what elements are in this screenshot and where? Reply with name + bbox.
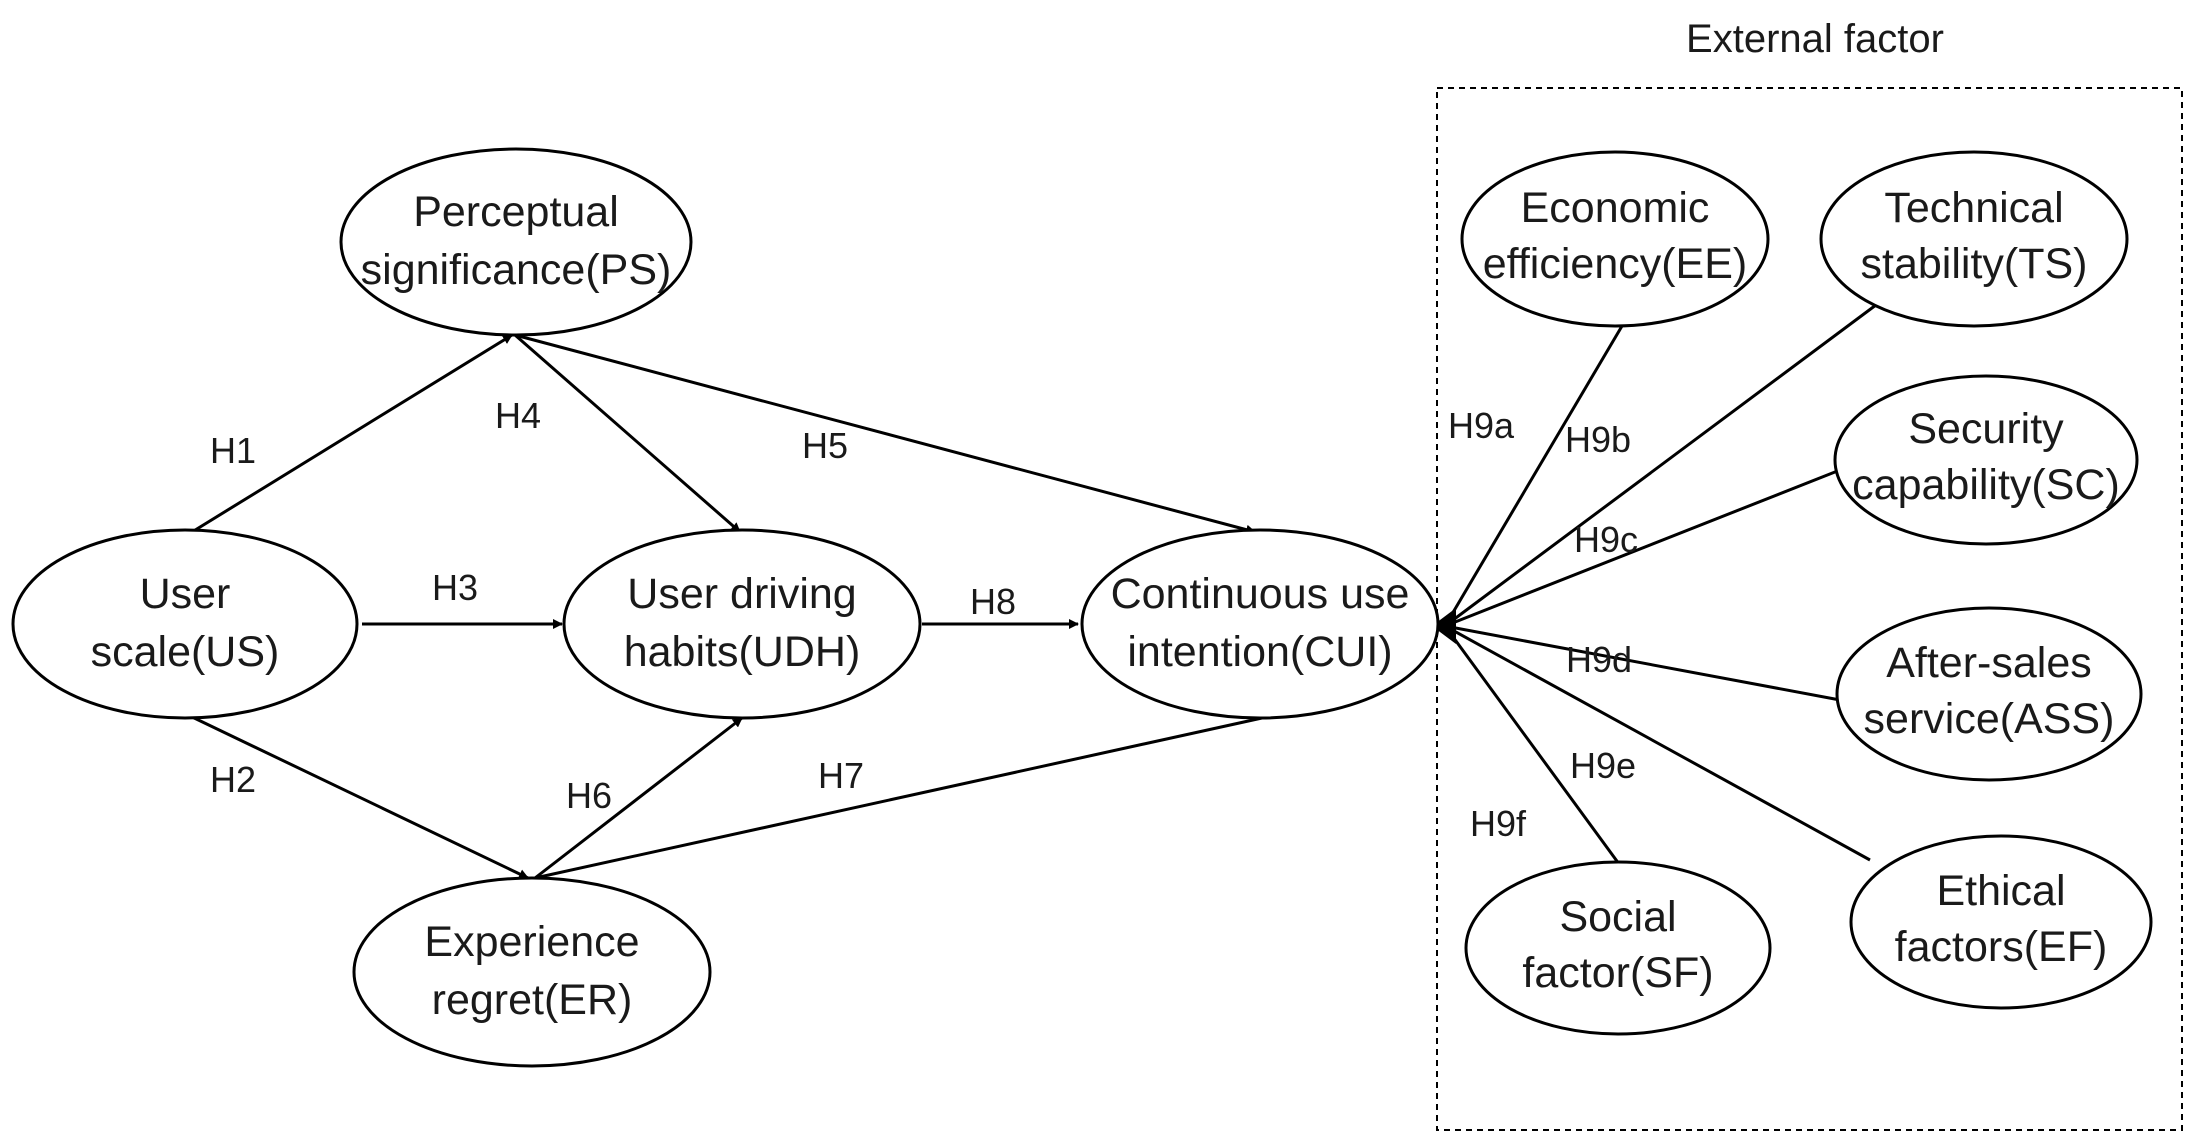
label-h7: H7	[818, 755, 864, 796]
svg-text:User driving: User driving	[627, 570, 856, 618]
svg-text:Continuous use: Continuous use	[1111, 570, 1410, 618]
label-h9a: H9a	[1448, 405, 1515, 446]
svg-text:Technical: Technical	[1884, 184, 2063, 232]
svg-text:factor(SF): factor(SF)	[1522, 949, 1713, 997]
edge-h9e	[1444, 624, 1871, 862]
svg-text:significance(PS): significance(PS)	[361, 246, 672, 294]
edge-h6	[534, 716, 743, 880]
svg-text:Economic: Economic	[1521, 184, 1710, 232]
edge-h2	[189, 714, 529, 880]
node-user-scale: User scale(US)	[11, 528, 359, 720]
group-title: External factor	[1686, 17, 1944, 61]
svg-text:Perceptual: Perceptual	[413, 188, 619, 236]
label-h9c: H9c	[1574, 519, 1638, 560]
svg-text:efficiency(EE): efficiency(EE)	[1483, 240, 1747, 288]
svg-text:service(ASS): service(ASS)	[1864, 695, 2115, 743]
svg-text:Ethical: Ethical	[1936, 867, 2065, 915]
edge-h5	[514, 333, 1256, 535]
label-h6: H6	[566, 775, 612, 816]
node-ethical-factors: Ethical factors(EF)	[1849, 834, 2153, 1010]
node-economic-efficiency: Economic efficiency(EE)	[1460, 150, 1770, 328]
edge-h9a	[1443, 325, 1624, 627]
svg-text:Experience: Experience	[424, 918, 639, 966]
svg-text:intention(CUI): intention(CUI)	[1127, 628, 1392, 676]
label-h4: H4	[495, 395, 541, 436]
svg-text:User: User	[140, 570, 231, 618]
node-perceptual-significance: Perceptual significance(PS)	[339, 147, 693, 337]
svg-text:scale(US): scale(US)	[91, 628, 280, 676]
edge-h4	[514, 333, 741, 534]
label-h9d: H9d	[1566, 639, 1632, 680]
svg-text:habits(UDH): habits(UDH)	[624, 628, 861, 676]
svg-text:regret(ER): regret(ER)	[432, 976, 633, 1024]
label-h9b: H9b	[1565, 419, 1631, 460]
label-h3: H3	[432, 567, 478, 608]
edge-h9f	[1443, 625, 1624, 869]
label-h1: H1	[210, 430, 256, 471]
label-h9e: H9e	[1570, 745, 1636, 786]
edge-h9c	[1444, 468, 1841, 628]
label-h9f: H9f	[1470, 803, 1527, 844]
node-experience-regret: Experience regret(ER)	[352, 876, 712, 1068]
node-social-factor: Social factor(SF)	[1464, 860, 1772, 1036]
node-after-sales-service: After-sales service(ASS)	[1835, 606, 2143, 782]
svg-text:factors(EF): factors(EF)	[1895, 923, 2108, 971]
svg-text:capability(SC): capability(SC)	[1852, 461, 2120, 509]
edge-h7	[534, 716, 1263, 880]
edge-h9b	[1444, 300, 1881, 628]
label-h8: H8	[970, 581, 1016, 622]
svg-text:stability(TS): stability(TS)	[1861, 240, 2088, 288]
node-technical-stability: Technical stability(TS)	[1819, 150, 2129, 328]
convergence-arrowhead	[1432, 608, 1456, 644]
svg-text:After-sales: After-sales	[1886, 639, 2092, 687]
edge-h9d	[1444, 624, 1841, 702]
node-security-capability: Security capability(SC)	[1833, 374, 2139, 546]
label-h2: H2	[210, 759, 256, 800]
label-h5: H5	[802, 425, 848, 466]
node-user-driving-habits: User driving habits(UDH)	[562, 528, 922, 720]
node-continuous-use-intention: Continuous use intention(CUI)	[1080, 528, 1440, 720]
svg-text:Security: Security	[1908, 405, 2064, 453]
edge-h1	[191, 333, 513, 534]
svg-text:Social: Social	[1559, 893, 1676, 941]
